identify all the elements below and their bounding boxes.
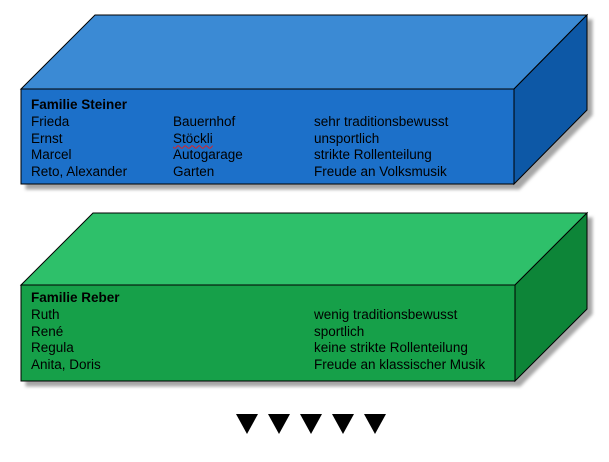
reber-panel: Familie Reber Ruth wenig traditionsbewus… xyxy=(31,290,501,374)
steiner-box-front xyxy=(20,88,515,185)
table-row: Frieda Bauernhof sehr traditionsbewusst xyxy=(31,114,501,131)
steiner-panel: Familie Steiner Frieda Bauernhof sehr tr… xyxy=(31,97,501,181)
reber-box xyxy=(19,211,589,383)
member-name: René xyxy=(31,323,64,339)
table-row: Ruth wenig traditionsbewusst xyxy=(31,307,501,324)
down-arrow-icon xyxy=(300,414,322,434)
member-place: Garten xyxy=(173,164,215,180)
member-name: Reto, Alexander xyxy=(31,164,128,180)
steiner-box-top xyxy=(19,14,589,90)
reber-box-top xyxy=(19,212,589,286)
arrow-row xyxy=(236,414,386,434)
member-trait: Freude an Volksmusik xyxy=(314,164,447,180)
table-row: Regula keine strikte Rollenteilung xyxy=(31,340,501,357)
down-arrow-icon xyxy=(268,414,290,434)
member-trait: sportlich xyxy=(314,323,365,339)
table-row: Reto, Alexander Garten Freude an Volksmu… xyxy=(31,164,501,181)
down-arrow-icon xyxy=(364,414,386,434)
member-name: Anita, Doris xyxy=(31,357,101,373)
member-name: Ernst xyxy=(31,130,63,146)
member-name: Ruth xyxy=(31,306,60,322)
reber-box-front xyxy=(20,284,516,382)
member-place: Autogarage xyxy=(173,147,243,163)
down-arrow-icon xyxy=(332,414,354,434)
steiner-box xyxy=(19,13,589,186)
member-trait: strikte Rollenteilung xyxy=(314,147,432,163)
member-name: Regula xyxy=(31,340,74,356)
member-place: Bauernhof xyxy=(173,113,236,129)
down-arrow-icon xyxy=(236,414,258,434)
member-trait: sehr traditionsbewusst xyxy=(314,113,449,129)
table-row: Ernst Stöckli unsportlich xyxy=(31,131,501,148)
member-place: Stöckli xyxy=(173,130,213,146)
member-trait: unsportlich xyxy=(314,130,380,146)
member-trait: keine strikte Rollenteilung xyxy=(314,340,468,356)
table-row: René sportlich xyxy=(31,324,501,341)
member-name: Marcel xyxy=(31,147,72,163)
reber-title: Familie Reber xyxy=(31,290,120,305)
table-row: Marcel Autogarage strikte Rollenteilung xyxy=(31,147,501,164)
table-row: Anita, Doris Freude an klassischer Musik xyxy=(31,357,501,374)
steiner-title: Familie Steiner xyxy=(31,97,128,112)
member-trait: wenig traditionsbewusst xyxy=(314,306,458,322)
member-name: Frieda xyxy=(31,113,70,129)
member-trait: Freude an klassischer Musik xyxy=(314,357,486,373)
